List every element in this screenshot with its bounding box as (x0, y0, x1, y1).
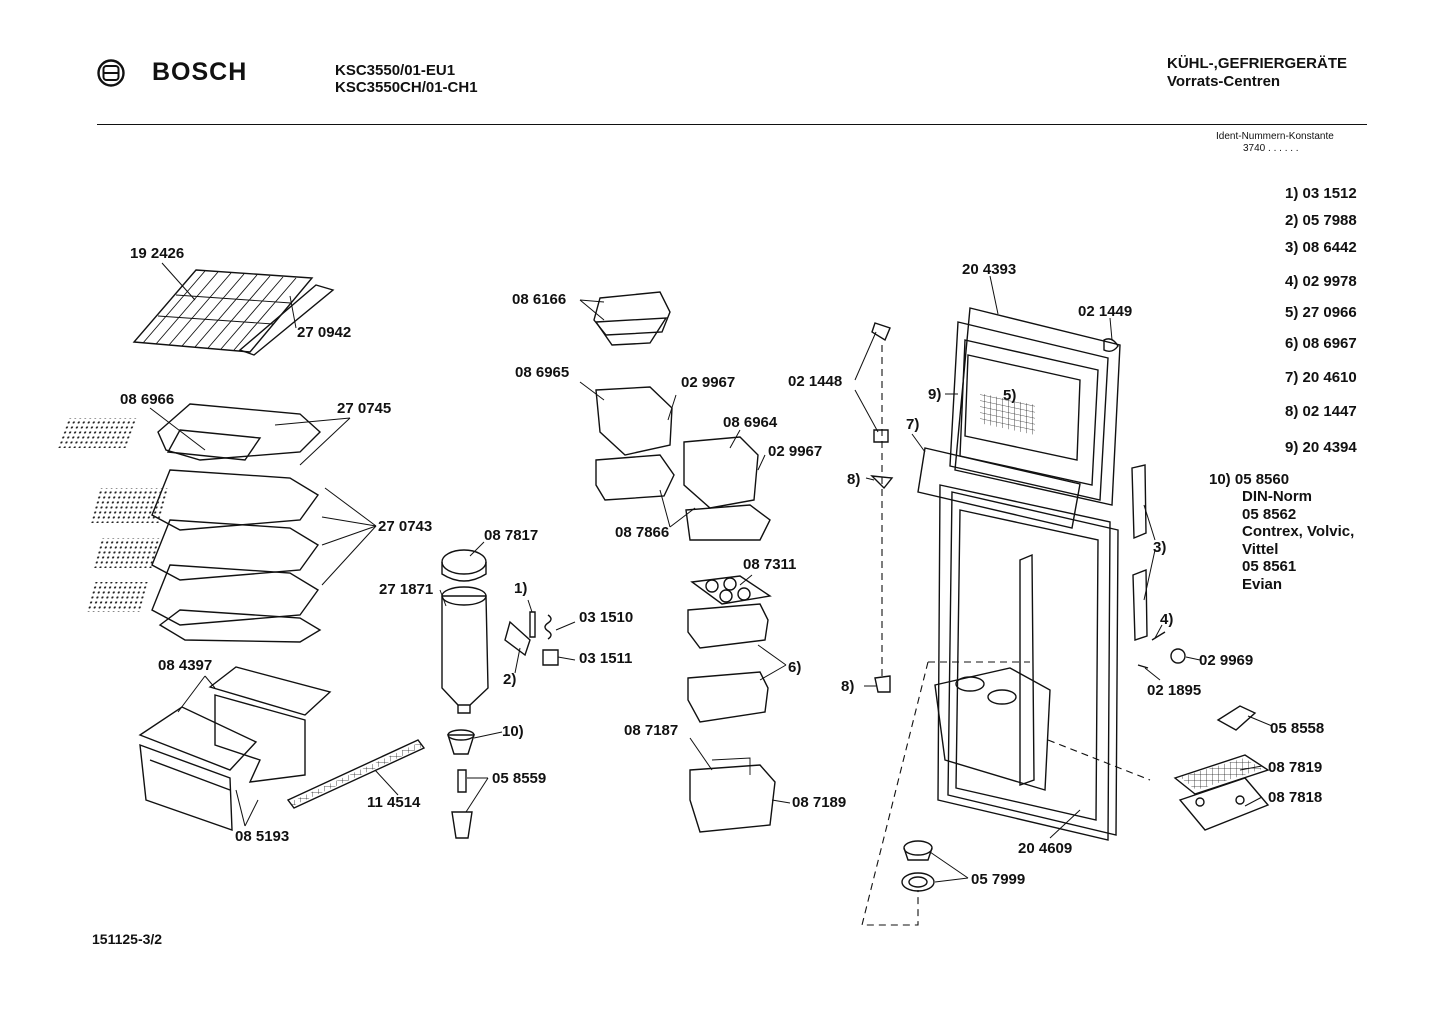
ref-label-6: 6) (788, 659, 802, 676)
part-label-192426: 19 2426 (130, 245, 185, 262)
part-label-270745: 27 0745 (337, 400, 392, 417)
footnote-10-line-3: 05 8562 (1242, 506, 1297, 523)
hinge-pins (872, 323, 892, 692)
part-label-204393: 20 4393 (962, 261, 1017, 278)
model-number-2: KSC3550CH/01-CH1 (335, 79, 478, 96)
footnote-10-line-5: Vittel (1242, 541, 1279, 558)
footnote-6: 6) 08 6967 (1285, 335, 1357, 352)
part-label-029969: 02 9969 (1199, 652, 1254, 669)
footnote-1: 1) 03 1512 (1285, 185, 1357, 202)
part-label-087819: 08 7819 (1268, 759, 1323, 776)
ref-label-8-upper: 8) (847, 471, 861, 488)
footnote-10-line-7: Evian (1242, 576, 1283, 593)
ref-label-2: 2) (503, 671, 517, 688)
butter-compartment (594, 292, 670, 345)
part-label-058558: 05 8558 (1270, 720, 1325, 737)
part-label-084397: 08 4397 (158, 657, 213, 674)
foot-parts (902, 841, 934, 891)
part-label-086166: 08 6166 (512, 291, 567, 308)
freezer-door (950, 308, 1120, 505)
ref-label-9: 9) (928, 386, 942, 403)
part-label-087187: 08 7187 (624, 722, 679, 739)
part-label-058559: 05 8559 (492, 770, 547, 787)
part-label-021895: 02 1895 (1147, 682, 1202, 699)
water-bottle (442, 550, 488, 838)
part-label-021449: 02 1449 (1078, 303, 1133, 320)
part-label-031511: 03 1511 (579, 650, 633, 667)
shelf-stack (56, 404, 320, 642)
bosch-logo (96, 58, 126, 93)
header-divider (97, 124, 1367, 125)
part-label-087311: 08 7311 (743, 556, 797, 573)
footnote-8: 8) 02 1447 (1285, 403, 1357, 420)
footnote-5: 5) 27 0966 (1285, 304, 1357, 321)
model-number-1: KSC3550/01-EU1 (335, 62, 456, 79)
footnote-10-line-1: 10) 05 8560 (1209, 471, 1290, 488)
bosch-armature-icon (97, 59, 125, 87)
footnote-7: 7) 20 4610 (1285, 369, 1357, 386)
part-label-086964: 08 6964 (723, 414, 778, 431)
handles-and-screws (1132, 465, 1185, 668)
category-subtitle: Vorrats-Centren (1167, 73, 1281, 90)
footnote-2: 2) 05 7988 (1285, 212, 1357, 229)
ref-label-4: 4) (1160, 611, 1174, 628)
part-label-086966: 08 6966 (120, 391, 175, 408)
crisper-drawers (140, 667, 330, 830)
footnote-9: 9) 20 4394 (1285, 439, 1357, 456)
door-bins-upper (596, 387, 770, 540)
ref-label-1: 1) (514, 580, 528, 597)
category-title: KÜHL-,GEFRIERGERÄTE (1167, 55, 1347, 72)
part-label-087817: 08 7817 (484, 527, 539, 544)
ident-value: 3740 . . . . . . (1243, 143, 1299, 154)
vent-strip (288, 740, 424, 808)
part-label-114514: 11 4514 (367, 794, 421, 811)
part-label-029967-b: 02 9967 (768, 443, 823, 460)
part-label-057999: 05 7999 (971, 871, 1026, 888)
footnote-10-line-2: DIN-Norm (1242, 488, 1312, 505)
ref-label-3: 3) (1153, 539, 1167, 556)
ref-label-7: 7) (906, 416, 920, 433)
part-label-270743: 27 0743 (378, 518, 433, 535)
footnote-4: 4) 02 9978 (1285, 273, 1357, 290)
part-label-087866: 08 7866 (615, 524, 670, 541)
footnote-10-line-6: 05 8561 (1242, 558, 1297, 575)
part-label-271871: 27 1871 (379, 581, 434, 598)
egg-tray-and-bins (688, 576, 775, 832)
part-label-087189: 08 7189 (792, 794, 847, 811)
wire-shelf (134, 270, 333, 355)
part-label-085193: 08 5193 (235, 828, 290, 845)
ref-label-8-lower: 8) (841, 678, 855, 695)
part-label-086965: 08 6965 (515, 364, 570, 381)
part-label-270942: 27 0942 (297, 324, 352, 341)
ref-label-10: 10) (502, 723, 524, 740)
spring-clips (505, 612, 558, 665)
footnote-3: 3) 08 6442 (1285, 239, 1357, 256)
part-label-029967-a: 02 9967 (681, 374, 736, 391)
part-label-031510: 03 1510 (579, 609, 634, 626)
footnote-10-line-4: Contrex, Volvic, (1242, 523, 1355, 540)
fridge-door (862, 448, 1150, 925)
part-label-021448: 02 1448 (788, 373, 843, 390)
document-number: 151125-3/2 (92, 931, 163, 947)
part-label-087818: 08 7818 (1268, 789, 1323, 806)
ident-label: Ident-Nummern-Konstante (1216, 131, 1334, 142)
brand-name: BOSCH (152, 58, 248, 86)
part-label-204609: 20 4609 (1018, 840, 1073, 857)
leader-lines (150, 263, 1272, 882)
ref-label-5: 5) (1003, 387, 1017, 404)
clip-and-vent-cover (1175, 706, 1268, 830)
